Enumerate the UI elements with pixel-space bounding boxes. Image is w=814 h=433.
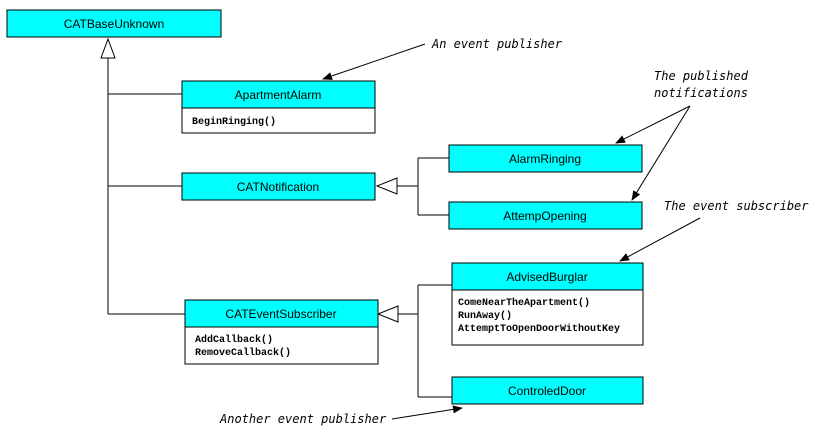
annotation-event-publisher: An event publisher (431, 37, 563, 51)
published-annotation-arrow-2 (631, 105, 691, 201)
class-methods-box (184, 326, 379, 365)
class-name: ApartmentAlarm (235, 88, 322, 102)
class-attemp-opening: AttempOpening (448, 201, 643, 230)
class-header (181, 172, 376, 201)
class-header (448, 144, 643, 173)
class-header (184, 299, 379, 328)
class-name: CATEventSubscriber (225, 307, 336, 321)
class-base-unknown: CATBaseUnknown (6, 9, 222, 38)
class-name: AttempOpening (503, 209, 586, 223)
class-methods-box (451, 289, 644, 346)
class-advised-burglar: AdvisedBurglar ComeNearTheApartment() Ru… (451, 262, 644, 346)
class-name: CATNotification (237, 180, 319, 194)
method-run-away: RunAway() (458, 310, 512, 322)
published-annotation-arrow-1 (615, 105, 691, 144)
method-come-near: ComeNearTheApartment() (458, 297, 590, 309)
subscriber-inheritance-arrow (376, 305, 399, 323)
class-name: ControledDoor (508, 384, 586, 398)
class-alarm-ringing: AlarmRinging (448, 144, 643, 173)
method-remove-callback: RemoveCallback() (195, 347, 291, 359)
class-name: CATBaseUnknown (64, 17, 165, 31)
class-apartment-alarm: ApartmentAlarm BeginRinging() (181, 80, 376, 134)
class-header (451, 262, 644, 291)
inheritance-arrowheads (100, 37, 399, 323)
method-attempt-open: AttemptToOpenDoorWithoutKey (458, 323, 620, 335)
annotation-arrows (322, 43, 701, 420)
class-header (448, 201, 643, 230)
publisher-annotation-arrow (322, 43, 426, 80)
another-publisher-annotation-arrow (391, 405, 463, 420)
class-header (6, 9, 222, 38)
base-inheritance-arrow (100, 37, 116, 59)
class-cat-notification: CATNotification (181, 172, 376, 201)
class-event-subscriber: CATEventSubscriber AddCallback() RemoveC… (184, 299, 379, 365)
class-name: AdvisedBurglar (506, 270, 587, 284)
class-header (451, 376, 644, 405)
method-add-callback: AddCallback() (195, 334, 273, 346)
notification-inheritance-arrow (375, 177, 398, 195)
inheritance-connectors (107, 58, 452, 398)
annotation-event-subscriber: The event subscriber (664, 199, 809, 213)
class-controled-door: ControledDoor (451, 376, 644, 405)
annotation-published-line1: The published (654, 69, 749, 83)
method-begin-ringing: BeginRinging() (192, 116, 276, 128)
class-header (181, 80, 376, 109)
annotation-another-publisher: Another event publisher (219, 412, 387, 426)
annotation-published-line2: notifications (654, 86, 748, 100)
class-name: AlarmRinging (509, 152, 581, 166)
class-methods-box (181, 107, 376, 134)
subscriber-annotation-arrow (619, 217, 701, 262)
